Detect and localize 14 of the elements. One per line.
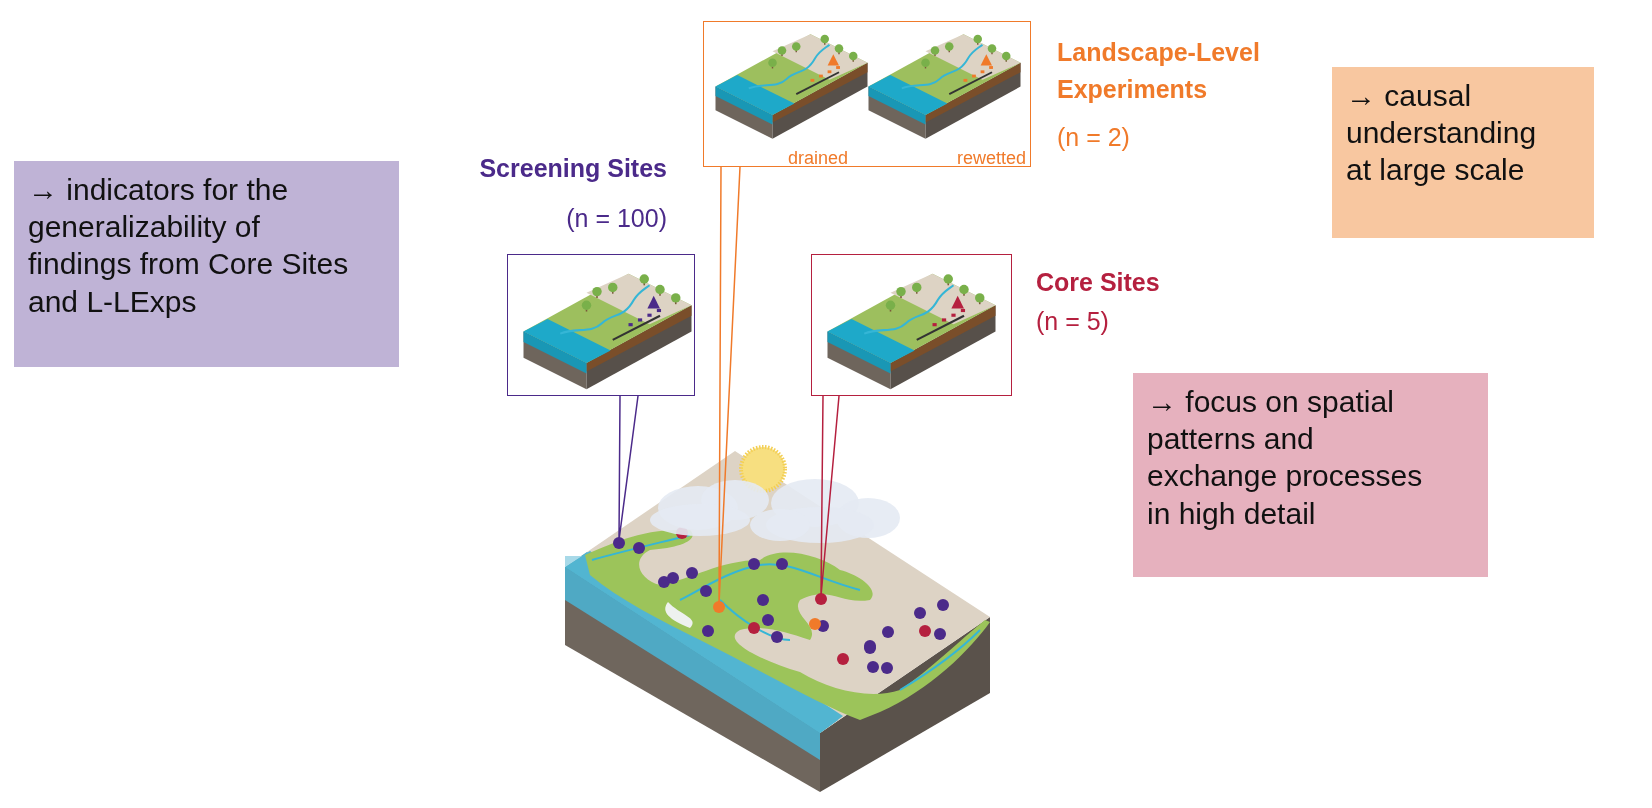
- group-heading: Landscape-Level Experiments: [1057, 37, 1261, 105]
- inset-frame: [507, 254, 695, 396]
- note-box: → focus on spatial patterns and exchange processes in high detail: [1133, 373, 1488, 577]
- count-label: (n = 2): [1057, 122, 1130, 152]
- note-box: → causal understanding at large scale: [1332, 67, 1594, 238]
- count-label: (n = 5): [1036, 306, 1109, 336]
- group-heading: Core Sites: [1036, 267, 1160, 298]
- inset-frame: [811, 254, 1012, 396]
- group-heading: Screening Sites: [479, 153, 667, 184]
- note-box: → indicators for the generalizability of findings from Core Sites and L-LExps: [14, 161, 399, 367]
- inset-label: rewetted: [956, 148, 1026, 169]
- inset-label: drained: [788, 148, 849, 169]
- count-label: (n = 100): [566, 203, 667, 233]
- inset-frame: [703, 21, 1031, 167]
